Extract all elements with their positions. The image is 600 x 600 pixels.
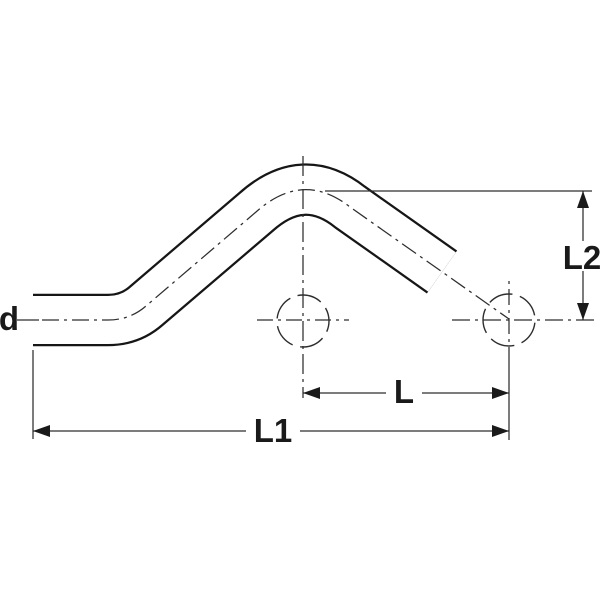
- label-d: d: [0, 300, 19, 337]
- pipe-body-fill: [33, 165, 456, 344]
- l-arrow-left-icon: [303, 387, 320, 399]
- l-arrow-right-icon: [492, 387, 509, 399]
- label-l: L: [394, 373, 414, 410]
- l1-arrow-left-icon: [33, 425, 50, 437]
- label-l1: L1: [254, 412, 293, 449]
- l2-arrow-down-icon: [577, 303, 589, 320]
- pipe-axis-centerline: [42, 189, 510, 321]
- l1-arrow-right-icon: [492, 425, 509, 437]
- l2-arrow-up-icon: [577, 191, 589, 208]
- label-l2: L2: [563, 239, 600, 276]
